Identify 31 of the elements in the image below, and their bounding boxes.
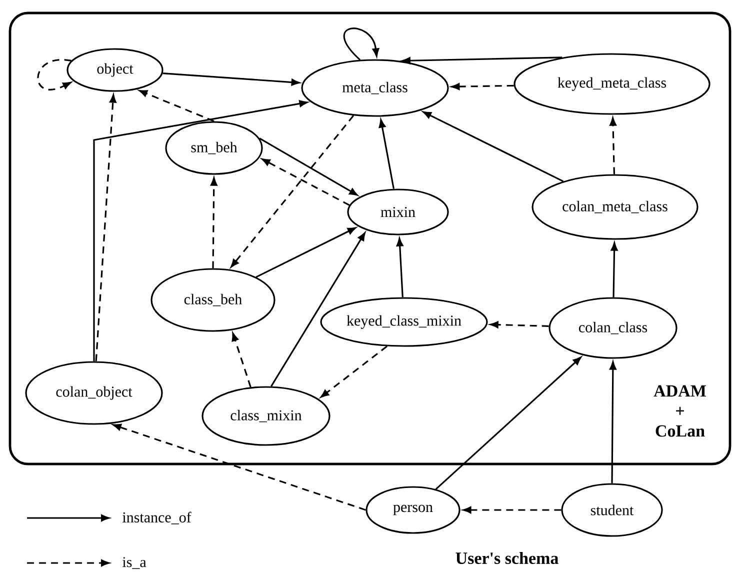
arrow	[93, 100, 308, 362]
arrow	[396, 238, 404, 298]
schema-caption: User's schema	[456, 552, 558, 564]
arrow	[138, 90, 214, 122]
arrow	[262, 158, 350, 206]
arrow	[422, 111, 564, 182]
arrow	[490, 321, 549, 328]
arrow	[451, 83, 514, 90]
arrow	[95, 94, 116, 362]
arrow	[232, 332, 252, 388]
legend-text: is_a	[122, 557, 146, 569]
legend-text: instance_of	[122, 512, 192, 524]
arrow	[37, 58, 72, 90]
arrow	[378, 119, 394, 189]
arrow	[270, 232, 366, 387]
arrow	[610, 361, 616, 484]
arrow	[230, 115, 354, 268]
arrow	[462, 506, 562, 514]
arrow	[112, 424, 366, 511]
arrow	[256, 227, 356, 278]
arrow	[320, 346, 388, 398]
arrow	[210, 177, 218, 268]
arrow	[402, 56, 562, 64]
arrow	[610, 117, 616, 174]
arrow	[435, 356, 582, 490]
arrow	[162, 72, 300, 86]
region-box	[8, 12, 732, 466]
region-label: ADAM + CoLan	[654, 385, 706, 437]
arrow	[344, 28, 380, 60]
arrow	[259, 138, 358, 196]
arrow	[610, 242, 618, 298]
